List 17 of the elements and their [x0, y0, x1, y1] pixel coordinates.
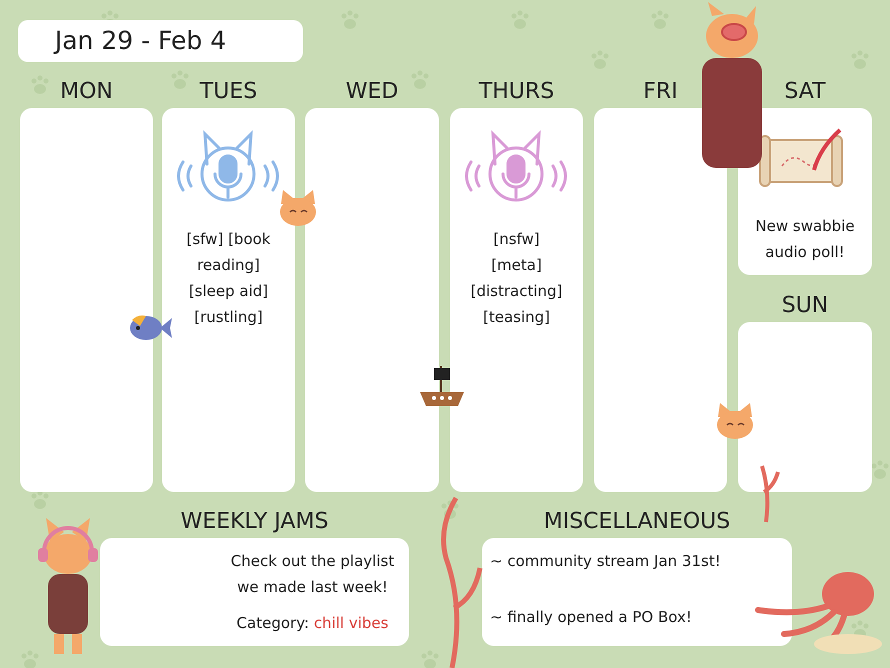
note-line: ~ community stream Jan 31st! [490, 551, 722, 572]
day-heading: FRI [642, 78, 679, 106]
schedule-note: [nsfw] [meta] [distracting] [teasing] [470, 229, 564, 328]
day-heading: TUES [198, 78, 258, 106]
day-heading: MON [59, 78, 114, 106]
date-range-title: Jan 29 - Feb 4 [18, 20, 303, 62]
note-line: ~ finally opened a PO Box! [490, 607, 693, 628]
category-line: Category: chill vibes [236, 613, 390, 634]
section-heading: MISCELLANEOUS [542, 508, 732, 536]
section-heading: WEEKLY JAMS [180, 508, 330, 536]
day-heading: THURS [478, 78, 556, 106]
schedule-note: New swabbie audio poll! [754, 216, 856, 263]
day-heading: WED [344, 78, 400, 106]
day-heading: SAT [783, 78, 827, 106]
playlist-note: Check out the playlist we made last week! [230, 551, 395, 598]
day-heading: SUN [780, 292, 830, 320]
schedule-note: [sfw] [book reading] [sleep aid] [rustling] [186, 229, 272, 328]
